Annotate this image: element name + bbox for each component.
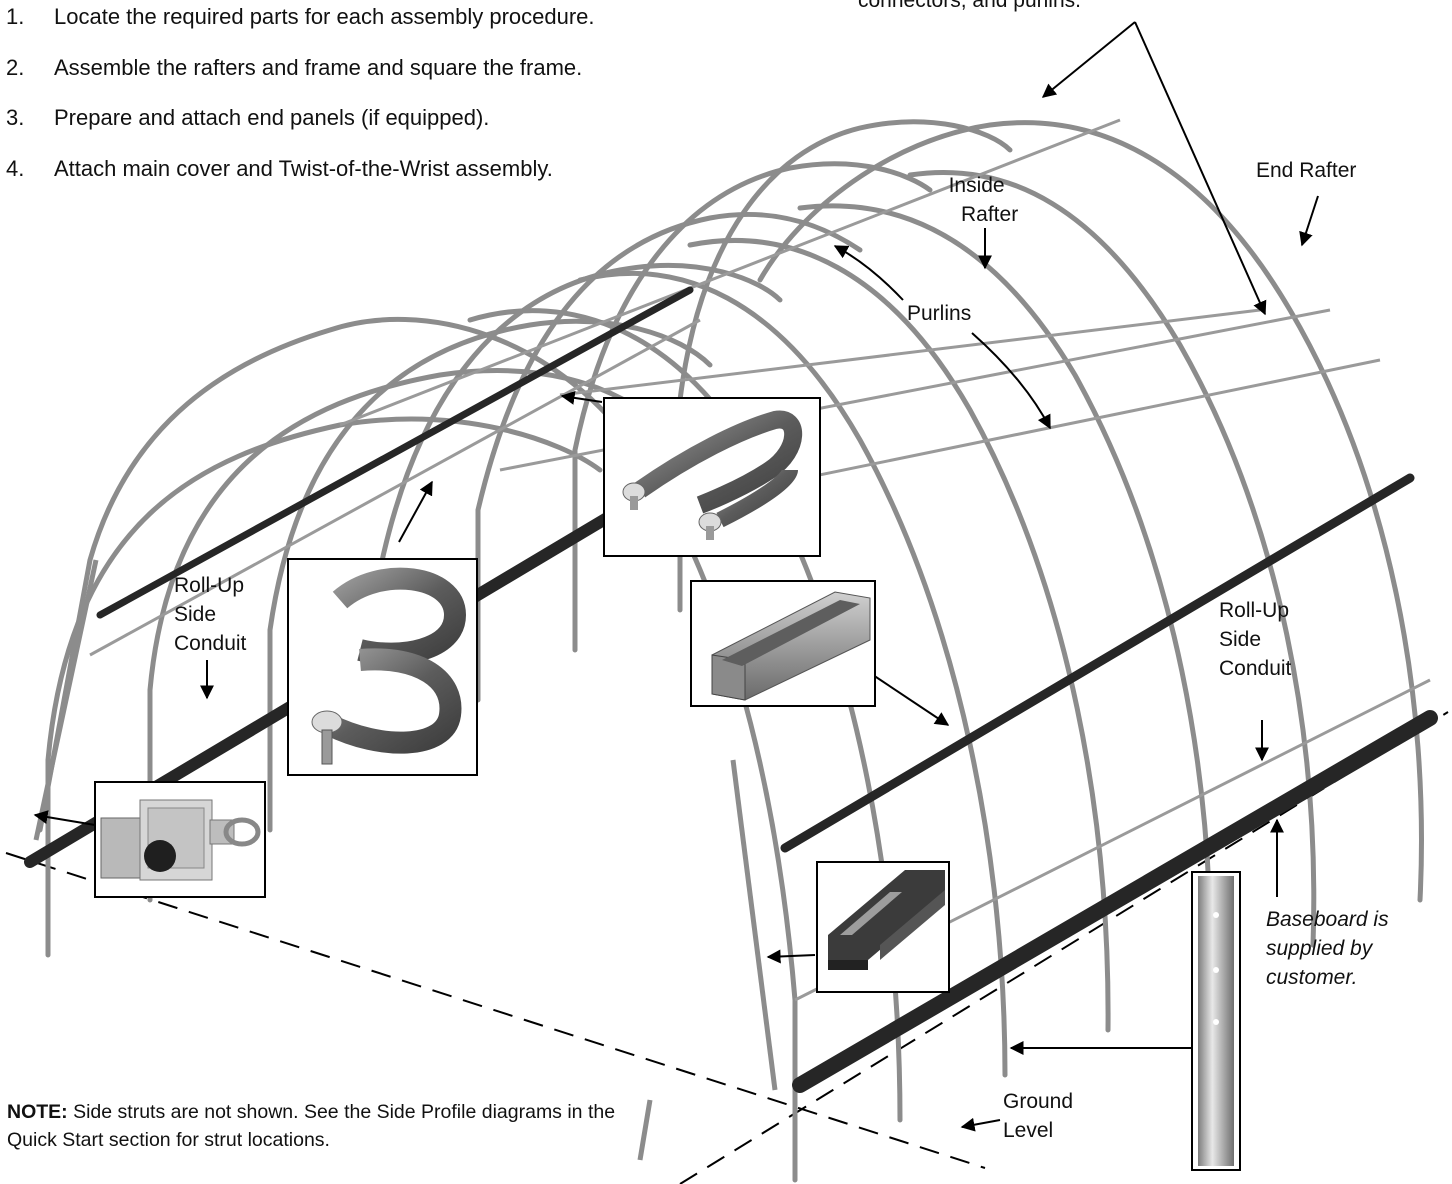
step-number: 3.	[6, 105, 25, 130]
note-text: Side struts are not shown. See the Side …	[7, 1101, 616, 1151]
label-line: customer.	[1266, 966, 1358, 989]
label-line: Roll-Up	[1219, 599, 1290, 622]
step-3: 3. Prepare and attach end panels (if equi…	[6, 105, 595, 130]
inset-pipe-clamp	[603, 397, 821, 557]
rafter-back-6	[572, 161, 933, 653]
label-line: Level	[1003, 1119, 1054, 1142]
inset-h-channel	[816, 861, 950, 993]
label-baseboard: Baseboard is supplied by customer.	[1266, 905, 1389, 992]
purlin-ridge	[339, 118, 1121, 427]
step-2: 2. Assemble the rafters and frame and squ…	[6, 55, 595, 80]
label-end-rafter: End Rafter	[1256, 159, 1357, 182]
rafter-front-end	[37, 316, 798, 1183]
note-side-struts: NOTE: Side struts are not shown. See the…	[7, 1098, 627, 1154]
h-channel-icon	[828, 870, 945, 970]
assembly-steps: 1. Locate the required parts for each ass…	[6, 4, 595, 206]
label-inside-rafter: Inside Rafter	[935, 171, 1019, 229]
step-1: 1. Locate the required parts for each ass…	[6, 4, 595, 29]
note-label: NOTE:	[7, 1101, 68, 1123]
baseboard	[792, 710, 1438, 1093]
step-text: Attach main cover and Twist-of-the-Wrist…	[54, 155, 553, 181]
label-roll-up-side-conduit-right: Roll-Up Side Conduit	[1219, 596, 1291, 683]
rafter-end	[757, 120, 1424, 903]
purlin-lower-left	[89, 318, 701, 657]
step-number: 1.	[6, 4, 25, 29]
purlin-upper	[559, 308, 1261, 397]
label-line: supplied by	[1266, 937, 1373, 960]
inset-c-channel	[690, 580, 876, 707]
ground-line-left	[5, 852, 986, 1169]
label-line: Rafter	[961, 203, 1019, 226]
step-text: Prepare and attach end panels (if equipp…	[54, 105, 490, 130]
rafter-back-5	[475, 212, 863, 703]
pipe-clamp-icon	[622, 410, 803, 540]
label-connectors-purlins: connectors, and purlins.	[858, 0, 1081, 12]
rafter-back-4	[377, 262, 783, 773]
leader-arrows	[33, 21, 1319, 1132]
rafter-3	[687, 237, 1111, 1033]
inset-ground-post	[1191, 871, 1241, 1171]
channel-upper-right	[780, 473, 1415, 853]
label-roll-up-side-conduit-left: Roll-Up Side Conduit	[174, 571, 246, 658]
step-text: Locate the required parts for each assem…	[54, 4, 595, 29]
step-text: Assemble the rafters and frame and squar…	[54, 54, 583, 80]
crank-gearbox-icon	[100, 799, 261, 881]
step-number: 2.	[6, 54, 25, 80]
channel-upper-left	[96, 286, 694, 619]
step-number: 4.	[6, 155, 25, 181]
label-line: Side	[174, 603, 217, 626]
end-posts	[33, 559, 778, 1161]
inset-double-loop-clamp	[287, 558, 478, 776]
label-ground-level: Ground Level	[1003, 1087, 1073, 1145]
c-channel-icon	[711, 591, 871, 701]
label-purlins: Purlins	[907, 302, 972, 325]
label-line: Baseboard is	[1266, 908, 1389, 931]
label-line: Inside	[948, 174, 1005, 197]
label-line: Side	[1219, 628, 1262, 651]
label-line: Roll-Up	[174, 574, 245, 597]
label-line: Conduit	[174, 632, 247, 655]
label-line: Ground	[1003, 1090, 1074, 1113]
rafter-2	[577, 271, 1008, 1078]
double-loop-clamp-icon	[311, 567, 467, 765]
inset-crank-gearbox	[94, 781, 266, 898]
ground-post-icon	[1198, 876, 1234, 1166]
step-4: 4. Attach main cover and Twist-of-the-Wri…	[6, 156, 595, 181]
label-line: Conduit	[1219, 657, 1292, 680]
